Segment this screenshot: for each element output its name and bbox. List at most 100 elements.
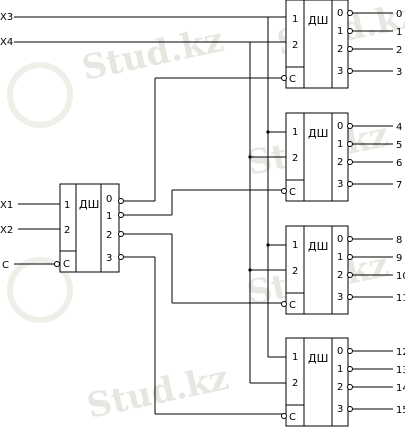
decoder-body bbox=[285, 112, 349, 202]
pin-label: 3 bbox=[106, 253, 112, 264]
pin-label: 0 bbox=[337, 121, 343, 132]
pin-label: 0 bbox=[106, 194, 112, 205]
inverted-clock-bubble bbox=[281, 301, 287, 307]
pin-label: 3 bbox=[337, 404, 343, 415]
pin-label: 1 bbox=[106, 211, 112, 222]
inverted-clock-bubble bbox=[281, 75, 287, 81]
output-label: 1 bbox=[396, 27, 402, 38]
pin-label: 3 bbox=[337, 179, 343, 190]
pin-label: 2 bbox=[337, 157, 343, 168]
pin-label: 2 bbox=[292, 266, 298, 277]
decoder-title: ДШ bbox=[308, 352, 328, 365]
pin-label: 2 bbox=[292, 40, 298, 51]
decoder-level2: ДШ 1 2C 0 4 1 5 2 6 3 7 bbox=[281, 112, 402, 202]
input-wires bbox=[14, 16, 287, 265]
output-label: 2 bbox=[396, 45, 402, 56]
inverted-output-bubble bbox=[347, 68, 353, 74]
input-label-c: C bbox=[2, 260, 9, 271]
pin-label: 3 bbox=[337, 66, 343, 77]
watermark-logo-icon bbox=[7, 257, 73, 323]
input-label-x4: X4 bbox=[0, 37, 13, 48]
decoder-title: ДШ bbox=[79, 198, 99, 211]
output-label: 14 bbox=[396, 383, 405, 394]
pin-label: 1 bbox=[292, 14, 298, 25]
inverted-output-bubble bbox=[347, 254, 353, 260]
pin-label: 1 bbox=[337, 252, 343, 263]
inverted-output-bubble bbox=[347, 159, 353, 165]
watermark-text: Stud.kz bbox=[84, 358, 233, 427]
pin-label: 3 bbox=[337, 292, 343, 303]
pin-label: C bbox=[289, 187, 296, 198]
inverted-output-bubble bbox=[347, 141, 353, 147]
inverted-output-bubble bbox=[347, 10, 353, 16]
decoder-level2: ДШ 1 2C 0 0 1 1 2 2 3 3 bbox=[281, 0, 402, 89]
decoder-level2: ДШ12C012113214315 bbox=[281, 337, 405, 427]
output-label: 10 bbox=[396, 271, 405, 282]
pin-label: 2 bbox=[292, 378, 298, 389]
inverted-output-bubble bbox=[347, 28, 353, 34]
pin-label: 1 bbox=[337, 364, 343, 375]
inverted-clock-bubble bbox=[281, 413, 287, 419]
output-label: 15 bbox=[396, 405, 405, 416]
inverted-output-bubble bbox=[347, 46, 353, 52]
output-label: 4 bbox=[396, 122, 402, 133]
output-label: 3 bbox=[396, 67, 402, 78]
pin-label: 2 bbox=[292, 153, 298, 164]
inverted-output-bubble bbox=[347, 348, 353, 354]
decoder-level1: ДШ 1 2 C 0 1 2 3 bbox=[54, 183, 124, 273]
decoder-body bbox=[285, 337, 349, 427]
pin-label: 1 bbox=[337, 26, 343, 37]
pin-label: 1 bbox=[292, 352, 298, 363]
inverted-output-bubble bbox=[347, 181, 353, 187]
pin-label: 2 bbox=[106, 230, 112, 241]
inverted-output-bubble bbox=[347, 272, 353, 278]
inverted-output-bubble bbox=[347, 406, 353, 412]
output-label: 12 bbox=[396, 347, 405, 358]
pin-label: C bbox=[289, 412, 296, 423]
input-label-x3: X3 bbox=[0, 12, 13, 23]
decoder-title: ДШ bbox=[308, 127, 328, 140]
inverted-output-bubble bbox=[347, 294, 353, 300]
pin-label: 1 bbox=[292, 127, 298, 138]
output-label: 13 bbox=[396, 365, 405, 376]
output-label: 9 bbox=[396, 253, 402, 264]
pin-label: 1 bbox=[64, 200, 70, 211]
inverted-output-bubble bbox=[347, 366, 353, 372]
input-label-x2: X2 bbox=[0, 225, 13, 236]
pin-label: 2 bbox=[337, 270, 343, 281]
input-label-x1: X1 bbox=[0, 200, 13, 211]
pin-label: 2 bbox=[337, 44, 343, 55]
pin-label: 1 bbox=[337, 139, 343, 150]
clock-wires bbox=[123, 77, 283, 415]
decoder-level2: ДШ 1 2C 0 8 1 9 2 10 3 11 bbox=[281, 225, 405, 315]
inverted-output-bubble bbox=[347, 236, 353, 242]
output-label: 6 bbox=[396, 158, 402, 169]
decoders-level2: ДШ12C00112233ДШ12C04152637ДШ12C081921031… bbox=[281, 0, 405, 427]
output-label: 5 bbox=[396, 140, 402, 151]
pin-label: 1 bbox=[292, 240, 298, 251]
decoder-title: ДШ bbox=[308, 240, 328, 253]
output-label: 7 bbox=[396, 180, 402, 191]
pin-label: C bbox=[289, 74, 296, 85]
pin-label: 0 bbox=[337, 234, 343, 245]
pin-label: 0 bbox=[337, 346, 343, 357]
decoder-title: ДШ bbox=[308, 14, 328, 27]
output-label: 8 bbox=[396, 235, 402, 246]
inverted-output-bubble bbox=[347, 384, 353, 390]
pin-label: 2 bbox=[337, 382, 343, 393]
pin-label: 0 bbox=[337, 8, 343, 19]
pin-label: C bbox=[63, 259, 70, 270]
inverted-clock-bubble bbox=[281, 188, 287, 194]
junction-dots bbox=[248, 130, 270, 272]
bus-wires bbox=[249, 17, 287, 384]
pin-label: C bbox=[289, 300, 296, 311]
output-label: 11 bbox=[396, 293, 405, 304]
decoder-body bbox=[285, 0, 349, 89]
inverted-output-bubble bbox=[347, 123, 353, 129]
output-label: 0 bbox=[396, 9, 402, 20]
decoder-body bbox=[285, 225, 349, 315]
pin-label: 2 bbox=[64, 225, 70, 236]
watermark-logo-icon bbox=[7, 62, 73, 128]
